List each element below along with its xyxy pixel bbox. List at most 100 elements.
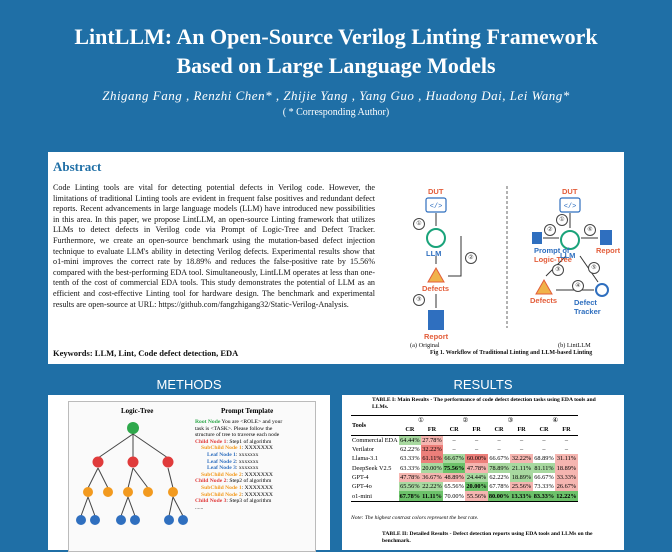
tool-name: Commercial EDA (352, 436, 398, 444)
result-cell: – (475, 436, 479, 444)
subchild-node-4 (143, 487, 153, 497)
tools-header: Tools (351, 415, 399, 436)
tool-name: GPT-4 (352, 473, 369, 481)
result-cell: 12.22% (555, 491, 578, 502)
subcaption-b: (b) LintLLM (558, 342, 591, 349)
table1-caption: TABLE I: Main Results - The performance … (372, 397, 596, 410)
fr-header: FR (562, 426, 571, 434)
result-cell: 20.00% (421, 463, 443, 473)
title-line-2: Based on Large Language Models (176, 53, 496, 78)
step-a2: ② (465, 252, 477, 264)
poster-title: LintLLM: An Open-Source Verilog Linting … (20, 22, 652, 80)
prompt-icon (532, 232, 542, 244)
svg-text:</>: </> (564, 203, 577, 211)
result-cell: 32.22% (510, 454, 533, 464)
pt-line: structure of tree to traverse each node (195, 432, 280, 439)
prompt-label-b: Prompt of (534, 246, 570, 255)
pt-line: Leaf Node 2: xxxxxxx (207, 458, 259, 465)
subcaption-a: (a) Original (410, 342, 440, 349)
cr-header: CR (405, 426, 415, 434)
result-cell: 11.11% (421, 491, 443, 502)
defect-icon-b (535, 278, 553, 295)
result-cell: 68.89% (534, 455, 554, 463)
poster-header: LintLLM: An Open-Source Verilog Linting … (0, 0, 672, 142)
result-cell: 18.89% (555, 463, 578, 473)
result-cell: – (564, 446, 569, 454)
result-cell: – (497, 446, 501, 454)
defects-label-a: Defects (422, 284, 450, 293)
table-note: Note: The highest contrast colors repres… (351, 515, 479, 521)
group-header: ③ (507, 417, 514, 425)
pt-line: Leaf Node 3: xxxxxxx (207, 465, 259, 472)
result-cell: 66.67% (442, 454, 466, 464)
prompt-template-label: Prompt Template (221, 407, 274, 415)
llm-label-b: LLM (560, 251, 576, 260)
pt-line: Child Node 1: Step1 of algorithm (195, 438, 272, 445)
methods-panel: METHODS Logic-Tree Prompt Template (48, 375, 330, 552)
result-cell: 62.22% (489, 473, 509, 481)
llm-icon-a (426, 228, 446, 248)
step-b4: ④ (572, 280, 584, 292)
author-list: Zhigang Fang , Renzhi Chen* , Zhijie Yan… (102, 88, 570, 103)
subchild-node-2 (103, 487, 113, 497)
result-cell: 47.78% (398, 472, 422, 483)
result-cell: 65.56% (398, 482, 422, 492)
result-cell: 61.11% (421, 454, 443, 464)
result-cell: 32.22% (421, 444, 443, 455)
result-cell: 13.33% (510, 491, 533, 502)
child-node-3 (162, 456, 174, 468)
child-node-2 (127, 456, 139, 468)
code-icon (425, 197, 447, 213)
defect-icon-a (427, 266, 445, 283)
step-a1: ① (413, 218, 425, 230)
child-node-1 (92, 456, 104, 468)
loop-arrow-a (448, 236, 462, 277)
tracker-label-b: Defect Tracker (574, 298, 601, 316)
logic-tree-label: Logic-Tree (121, 407, 154, 415)
result-cell: 18.89% (510, 472, 533, 483)
result-cell: 25.56% (510, 482, 533, 492)
result-cell: – (519, 446, 524, 454)
result-cell: 26.67% (555, 482, 578, 492)
result-cell: 75.56% (442, 463, 466, 473)
result-cell: 70.00% (444, 492, 464, 500)
result-cell: – (542, 436, 546, 444)
step-b2: ② (544, 224, 556, 236)
result-cell: 48.89% (442, 472, 466, 483)
logic-tree-box: Logic-Tree Prompt Template (68, 401, 316, 552)
result-cell: – (564, 436, 569, 444)
result-cell: 31.11% (555, 454, 578, 464)
step-a3: ③ (413, 294, 425, 306)
defects-label-b: Defects (530, 296, 558, 305)
abstract-heading: Abstract (53, 159, 102, 174)
leaf-node-1 (76, 515, 86, 525)
title-line-1: LintLLM: An Open-Source Verilog Linting … (74, 24, 598, 49)
cr-header: CR (494, 426, 504, 434)
abstract-text: Code Linting tools are vital for detecti… (53, 183, 375, 309)
result-cell: – (519, 436, 524, 444)
result-cell: 36.67% (421, 472, 443, 483)
group-header: ④ (552, 417, 559, 425)
prompt-template-text: Root Node You are <ROLE> and your task i… (195, 419, 313, 511)
step-b6: ⑥ (584, 224, 596, 236)
llm-icon-b (560, 230, 580, 250)
result-cell: 20.00% (465, 482, 488, 492)
result-cell: – (475, 446, 479, 454)
report-icon-a (428, 310, 444, 330)
result-cell: 62.22% (400, 446, 420, 454)
result-cell: 78.89% (487, 463, 511, 473)
result-cell: 47.78% (465, 463, 488, 473)
result-cell: 55.56% (465, 491, 488, 502)
prompt-label-b2: Logic-Tree (534, 255, 572, 264)
tool-name: o1-mini (352, 492, 372, 500)
tool-name: Llama-3.1 (352, 455, 379, 463)
pt-line: Leaf Node 1: xxxxxxx (207, 451, 259, 458)
result-cell: 63.33% (400, 464, 420, 472)
result-cell: 67.78% (398, 491, 422, 502)
